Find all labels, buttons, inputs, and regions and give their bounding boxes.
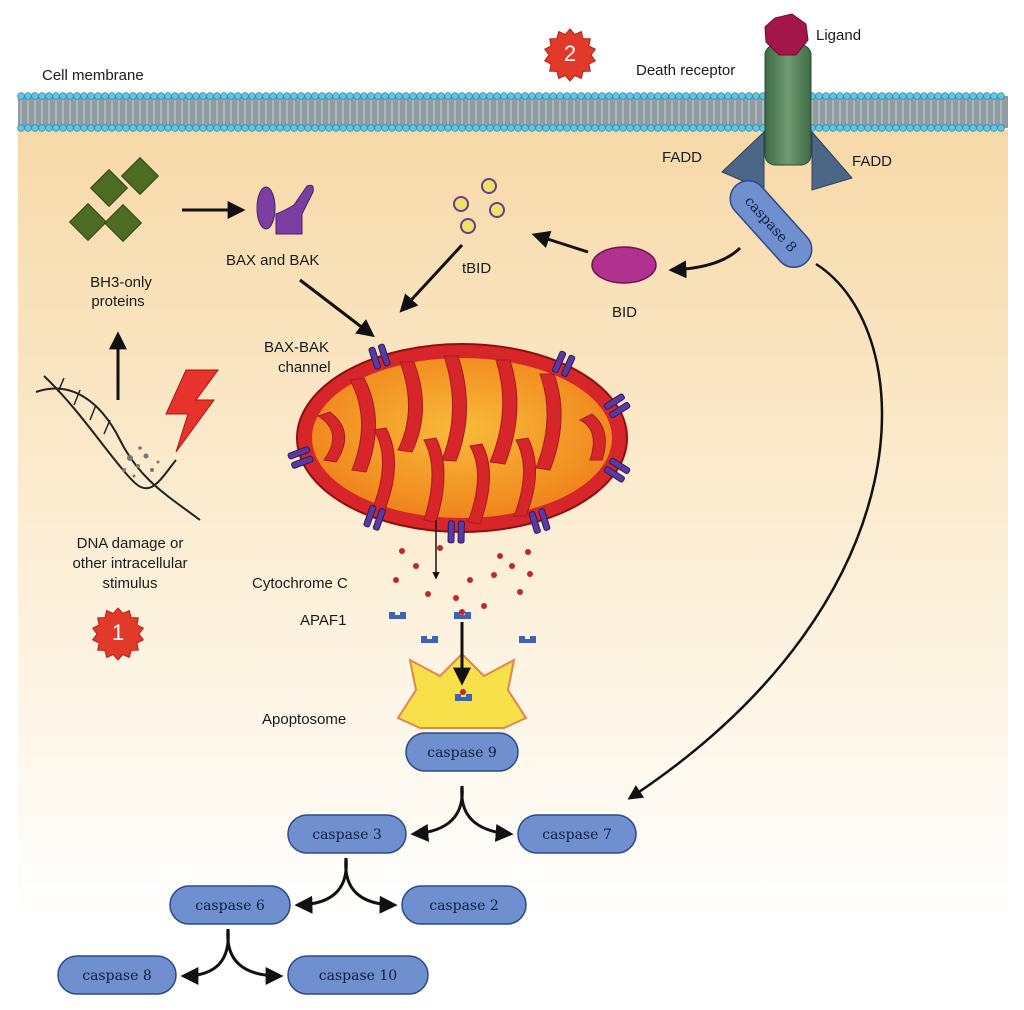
caspase-8-label: caspase 8 xyxy=(82,968,152,984)
dna-label-line2: other intracellular xyxy=(72,555,187,572)
bax-bak-pore xyxy=(447,520,465,544)
mitochondrion xyxy=(296,343,628,533)
cell-membrane xyxy=(17,92,1008,132)
arrow-tbid-to-mito xyxy=(399,243,464,313)
bax-bak-label: BAX and BAK xyxy=(226,252,319,269)
apaf1-label: APAF1 xyxy=(300,612,346,629)
bh3-label-line1: BH3-only xyxy=(90,274,152,291)
caspase-6-label: caspase 6 xyxy=(195,898,265,914)
bax-bak-pore xyxy=(528,508,551,534)
caspase-7-label: caspase 7 xyxy=(542,827,612,843)
caspase-10-label: caspase 10 xyxy=(319,968,397,984)
bax-bak-pores xyxy=(287,343,631,544)
caspase-3-label: caspase 3 xyxy=(312,827,382,843)
arrow-casp3-to-casp2 xyxy=(344,857,398,914)
caspase-9: caspase 9 xyxy=(405,732,519,772)
caspase-8: caspase 8 xyxy=(57,955,177,995)
bax-bak-pore xyxy=(603,457,631,483)
arrow-baxbak-to-mito xyxy=(299,278,375,338)
apaf1-shapes xyxy=(389,609,536,643)
ligand-shape xyxy=(764,13,809,56)
bax-bak-pore xyxy=(368,343,391,370)
bh3-proteins xyxy=(68,156,160,243)
bax-bak-pore xyxy=(551,350,576,378)
badge-1: 1 xyxy=(91,607,145,661)
caspase-6: caspase 6 xyxy=(169,885,291,925)
cell-membrane-label: Cell membrane xyxy=(42,67,144,84)
caspase-9-label: caspase 9 xyxy=(427,745,497,761)
tbid-dots xyxy=(453,178,505,234)
apoptosome-label: Apoptosome xyxy=(262,711,346,728)
arrow-casp9-to-casp7 xyxy=(460,785,514,842)
fadd-left-label: FADD xyxy=(662,149,702,166)
arrow-casp6-to-casp8 xyxy=(180,928,230,985)
caspase-2: caspase 2 xyxy=(401,885,527,925)
caspase-10: caspase 10 xyxy=(287,955,429,995)
bh3-label-line2: proteins xyxy=(91,293,144,310)
bax-bak-pore xyxy=(363,504,386,531)
dna-strand xyxy=(35,375,201,521)
dna-damage-speckle xyxy=(122,446,160,478)
badge-2-number: 2 xyxy=(564,41,576,66)
bax-bak-pore xyxy=(603,393,631,419)
bid-shape xyxy=(591,246,657,284)
caspase-3: caspase 3 xyxy=(287,814,407,854)
badge-1-number: 1 xyxy=(112,620,124,645)
death-receptor xyxy=(764,44,812,166)
tbid-label: tBID xyxy=(462,260,491,277)
channel-label-line2: channel xyxy=(278,359,331,376)
ligand-label: Ligand xyxy=(816,27,861,44)
bid-label: BID xyxy=(612,304,637,321)
channel-label-line1: BAX-BAK xyxy=(264,339,329,356)
bax-bak-shape xyxy=(256,184,314,235)
cytochrome-c-label: Cytochrome C xyxy=(252,575,348,592)
arrow-casp6-to-casp10 xyxy=(226,928,284,985)
arrows xyxy=(109,201,884,985)
caspase-7: caspase 7 xyxy=(517,814,637,854)
lightning-icon xyxy=(165,369,219,453)
arrow-casp8-to-casp7 xyxy=(627,262,884,800)
fadd-right-shape xyxy=(811,130,853,191)
apoptosome-core xyxy=(455,689,472,701)
arrow-casp8-to-bid xyxy=(668,246,742,279)
dna-label-line3: stimulus xyxy=(102,575,157,592)
dna-label-line1: DNA damage or xyxy=(77,535,184,552)
caspase-2-label: caspase 2 xyxy=(429,898,499,914)
cytochrome-c-dots xyxy=(393,545,533,609)
bax-bak-pore xyxy=(287,446,314,469)
arrow-bid-to-tbid xyxy=(531,230,589,254)
badge-2: 2 xyxy=(543,28,597,82)
fadd-right-label: FADD xyxy=(852,153,892,170)
death-receptor-label: Death receptor xyxy=(636,62,735,79)
